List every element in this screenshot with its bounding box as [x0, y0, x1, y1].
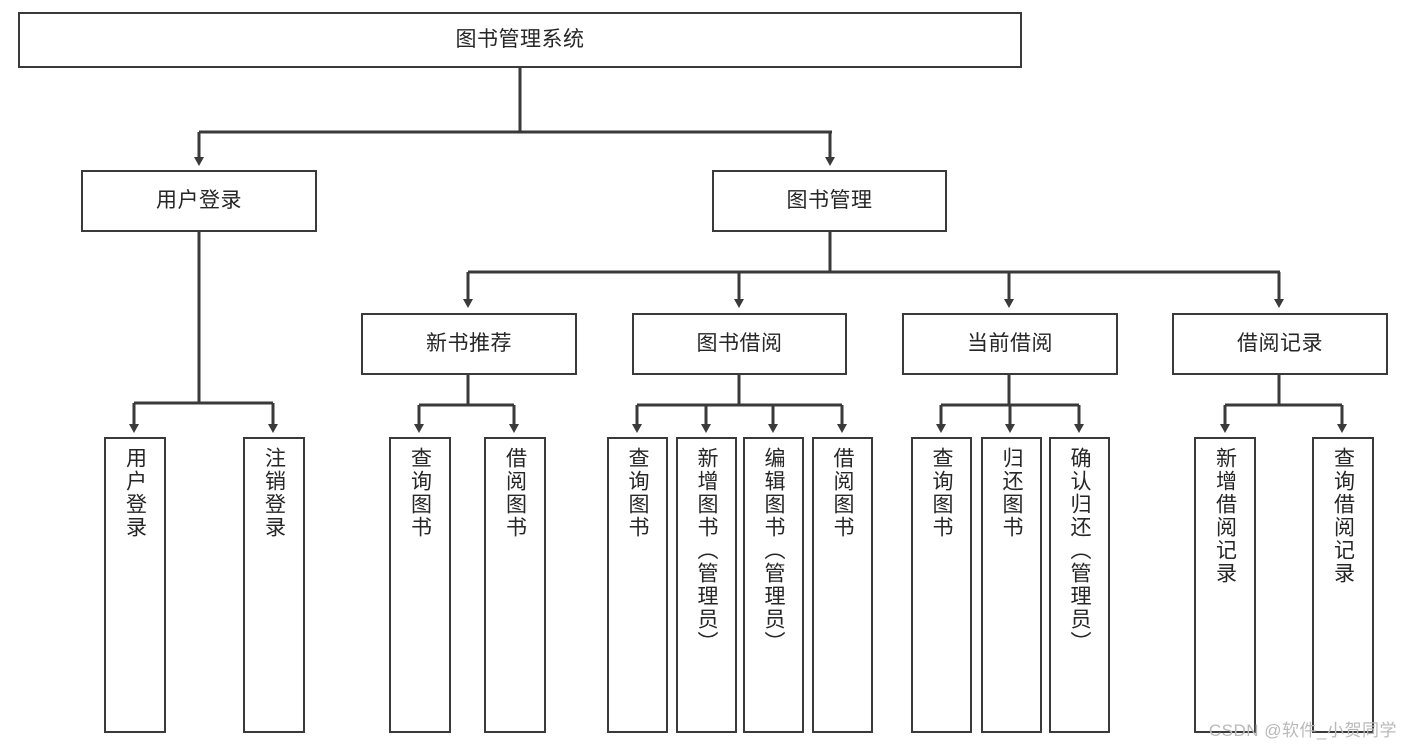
leaf-query-book-borrow-label: 查询图书: [626, 447, 649, 539]
leaf-add-borrow-record[interactable]: 新增借阅记录: [1194, 437, 1256, 733]
leaf-borrow-book-label: 借阅图书: [831, 447, 854, 539]
node-root[interactable]: 图书管理系统: [18, 12, 1022, 68]
leaf-query-borrow-record-label: 查询借阅记录: [1331, 447, 1355, 585]
leaf-borrow-book-newbook-label: 借阅图书: [503, 447, 527, 539]
node-book-borrow[interactable]: 图书借阅: [632, 313, 847, 375]
node-book-management[interactable]: 图书管理: [712, 170, 947, 232]
node-user-login-label: 用户登录: [156, 188, 242, 212]
node-root-label: 图书管理系统: [455, 27, 585, 51]
leaf-add-book-admin[interactable]: 新增图书（管理员）: [676, 437, 737, 733]
watermark: CSDN @软件_小贺同学: [1208, 721, 1397, 740]
leaf-borrow-book-newbook[interactable]: 借阅图书: [484, 437, 546, 733]
node-borrow-records[interactable]: 借阅记录: [1172, 313, 1388, 375]
leaf-add-book-admin-label: 新增图书（管理员）: [695, 447, 718, 654]
node-new-book-recommend-label: 新书推荐: [426, 331, 512, 355]
leaf-user-logout-label: 注销登录: [262, 447, 286, 539]
leaf-user-login-label: 用户登录: [123, 447, 147, 539]
node-borrow-records-label: 借阅记录: [1237, 331, 1323, 355]
leaf-return-book[interactable]: 归还图书: [981, 437, 1042, 733]
leaf-confirm-return-admin[interactable]: 确认归还（管理员）: [1049, 437, 1110, 733]
leaf-return-book-label: 归还图书: [1000, 447, 1023, 539]
leaf-add-borrow-record-label: 新增借阅记录: [1213, 447, 1237, 585]
node-new-book-recommend[interactable]: 新书推荐: [361, 313, 577, 375]
leaf-confirm-return-admin-label: 确认归还（管理员）: [1068, 447, 1091, 654]
leaf-query-book-current-label: 查询图书: [930, 447, 953, 539]
leaf-borrow-book[interactable]: 借阅图书: [812, 437, 873, 733]
node-current-borrow[interactable]: 当前借阅: [902, 313, 1118, 375]
node-current-borrow-label: 当前借阅: [967, 331, 1053, 355]
leaf-edit-book-admin[interactable]: 编辑图书（管理员）: [743, 437, 804, 733]
node-user-login[interactable]: 用户登录: [81, 170, 317, 232]
leaf-query-book-newbook-label: 查询图书: [408, 447, 432, 539]
node-book-borrow-label: 图书借阅: [696, 331, 783, 355]
leaf-query-book-borrow[interactable]: 查询图书: [607, 437, 668, 733]
leaf-query-borrow-record[interactable]: 查询借阅记录: [1312, 437, 1374, 733]
node-book-management-label: 图书管理: [786, 188, 873, 212]
leaf-edit-book-admin-label: 编辑图书（管理员）: [762, 447, 785, 654]
leaf-query-book-newbook[interactable]: 查询图书: [389, 437, 451, 733]
leaf-user-login[interactable]: 用户登录: [104, 437, 166, 733]
leaf-user-logout[interactable]: 注销登录: [243, 437, 305, 733]
leaf-query-book-current[interactable]: 查询图书: [911, 437, 972, 733]
